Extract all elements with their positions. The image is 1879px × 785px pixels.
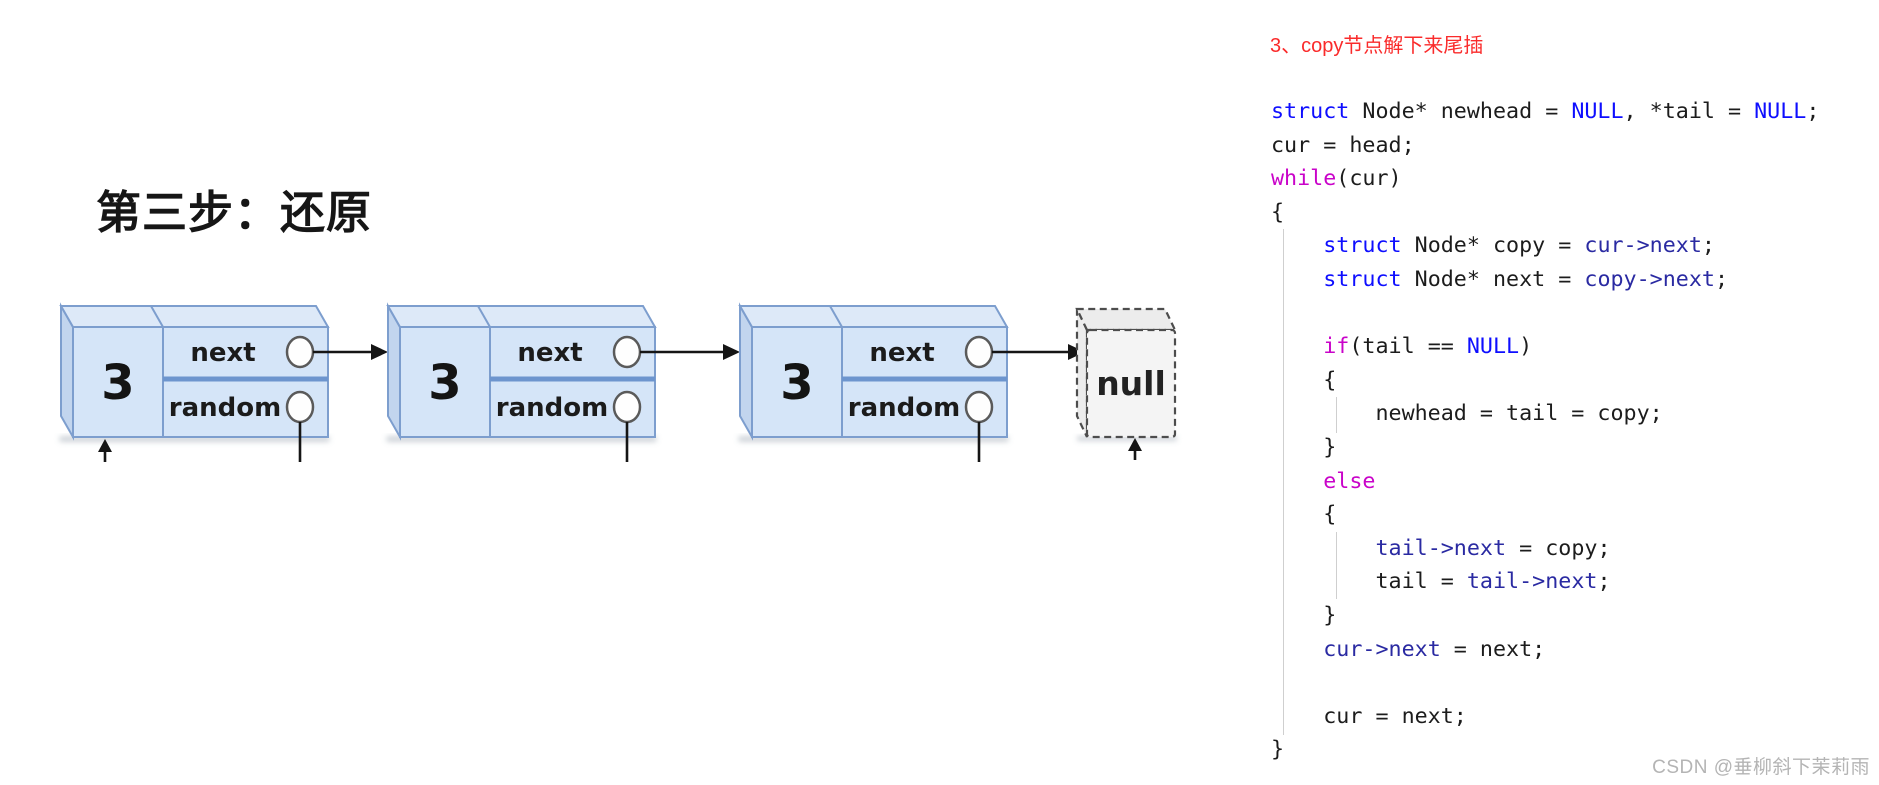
code-line: tail->next = copy; (1375, 535, 1611, 561)
indent-guide (1336, 397, 1337, 433)
node-top-face (386, 305, 657, 328)
next-pointer-label: next (869, 338, 934, 368)
random-pointer-port (964, 390, 994, 424)
null-node: null (1075, 307, 1177, 460)
random-pointer-label: random (848, 393, 960, 423)
code-line: } (1271, 434, 1337, 460)
incoming-arrowhead (1128, 438, 1142, 451)
indent-guide (1336, 532, 1337, 599)
code-line: newhead = tail = copy; (1271, 401, 1663, 427)
node-front-face (72, 326, 329, 438)
code-line: cur = next; (1271, 703, 1467, 729)
random-pointer-label: random (496, 393, 608, 423)
node-top-divider (477, 305, 491, 328)
code-line: { (1271, 367, 1337, 393)
code-line: } (1271, 602, 1337, 628)
random-pointer-port (612, 390, 642, 424)
next-pointer-label: next (190, 338, 255, 368)
code-line: { (1271, 502, 1337, 528)
next-pointer-port (285, 335, 315, 369)
node-front-face (751, 326, 1008, 438)
code-line: struct Node* copy = cur->next; (1323, 233, 1715, 259)
node-front-face (399, 326, 656, 438)
code-line: } (1271, 737, 1285, 763)
code-line: cur->next = next; (1323, 636, 1546, 662)
code-line: struct Node* newhead = NULL, *tail = NUL… (1271, 99, 1820, 124)
null-label: null (1096, 364, 1166, 403)
incoming-arrowhead (98, 439, 112, 452)
random-pointer-label: random (169, 393, 281, 423)
code-line: struct Node* next = copy->next; (1323, 266, 1729, 292)
next-arrow (313, 344, 388, 360)
code-line: { (1271, 199, 1285, 225)
next-pointer-port (612, 335, 642, 369)
node-top-face (59, 305, 330, 328)
next-pointer-label: next (517, 338, 582, 368)
list-node: 3 next random (386, 302, 657, 462)
null-front-face (1085, 328, 1177, 439)
node-top-divider (150, 305, 164, 328)
code-line: if(tail == NULL) (1323, 334, 1533, 360)
next-arrow (640, 344, 740, 360)
code-block: struct Node* newhead = NULL, *tail = NUL… (1271, 95, 1819, 767)
node-value: 3 (101, 355, 134, 411)
node-top-divider (829, 305, 843, 328)
list-node: 3 next random (738, 302, 1009, 462)
next-pointer-port (964, 335, 994, 369)
code-line: cur = head; (1271, 132, 1415, 158)
next-arrow (992, 344, 1085, 360)
node-top-face (738, 305, 1009, 328)
code-lines: struct Node* newhead = NULL, *tail = NUL… (1271, 95, 1819, 767)
random-pointer-port (285, 390, 315, 424)
node-value: 3 (428, 355, 461, 411)
indent-guide (1283, 229, 1284, 735)
code-line (1271, 297, 1819, 331)
code-line (1271, 666, 1819, 700)
code-line: else (1323, 468, 1376, 494)
code-line: while(cur) (1271, 166, 1402, 192)
diagram-step-title: 第三步：还原 (96, 186, 373, 239)
linked-list-diagram: 3 next random 3 next random (59, 302, 1177, 462)
null-top-face (1075, 307, 1177, 332)
code-line: tail = tail->next; (1271, 569, 1611, 595)
csdn-watermark: CSDN @垂柳斜下茉莉雨 (1652, 757, 1870, 778)
node-value: 3 (780, 355, 813, 411)
list-node: 3 next random (59, 302, 330, 462)
code-section-heading: 3、copy节点解下来尾插 (1270, 35, 1484, 57)
